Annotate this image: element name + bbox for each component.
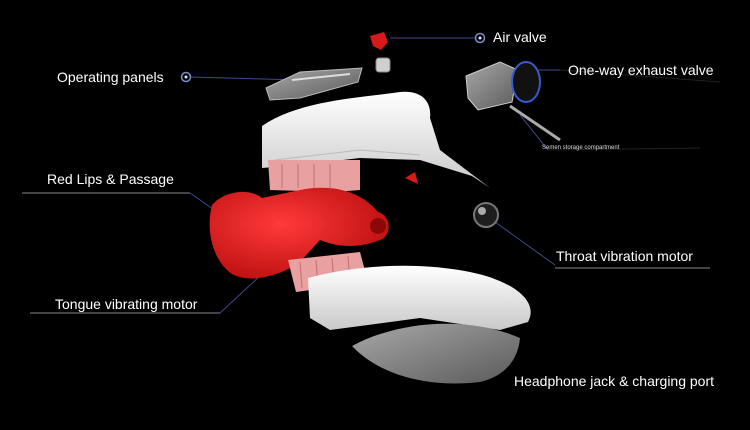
lower-shell-part [308, 265, 531, 330]
operating-panel-part [265, 67, 363, 101]
throat-motor-part [473, 202, 499, 228]
label-headphone-jack: Headphone jack & charging port [514, 373, 715, 389]
bottom-cover-part [352, 323, 520, 384]
red-lips-passage-part [209, 187, 389, 279]
label-operating-panels: Operating panels [57, 69, 164, 85]
air-valve-part [370, 32, 391, 73]
pink-upper-block [268, 160, 360, 192]
leader-lines [22, 37, 721, 314]
label-tongue-vibrating-motor: Tongue vibrating motor [55, 296, 198, 312]
label-one-way-exhaust-valve: One-way exhaust valve [568, 62, 714, 78]
label-semen-storage: Semen storage compartment [542, 145, 620, 151]
label-red-lips-passage: Red Lips & Passage [47, 171, 174, 187]
exhaust-valve-part [465, 61, 561, 142]
label-air-valve: Air valve [493, 29, 547, 45]
bullet-ring-icon [180, 32, 486, 83]
upper-shell-part [262, 91, 490, 188]
red-clip-part [405, 172, 418, 184]
label-throat-vibration-motor: Throat vibration motor [556, 248, 693, 264]
